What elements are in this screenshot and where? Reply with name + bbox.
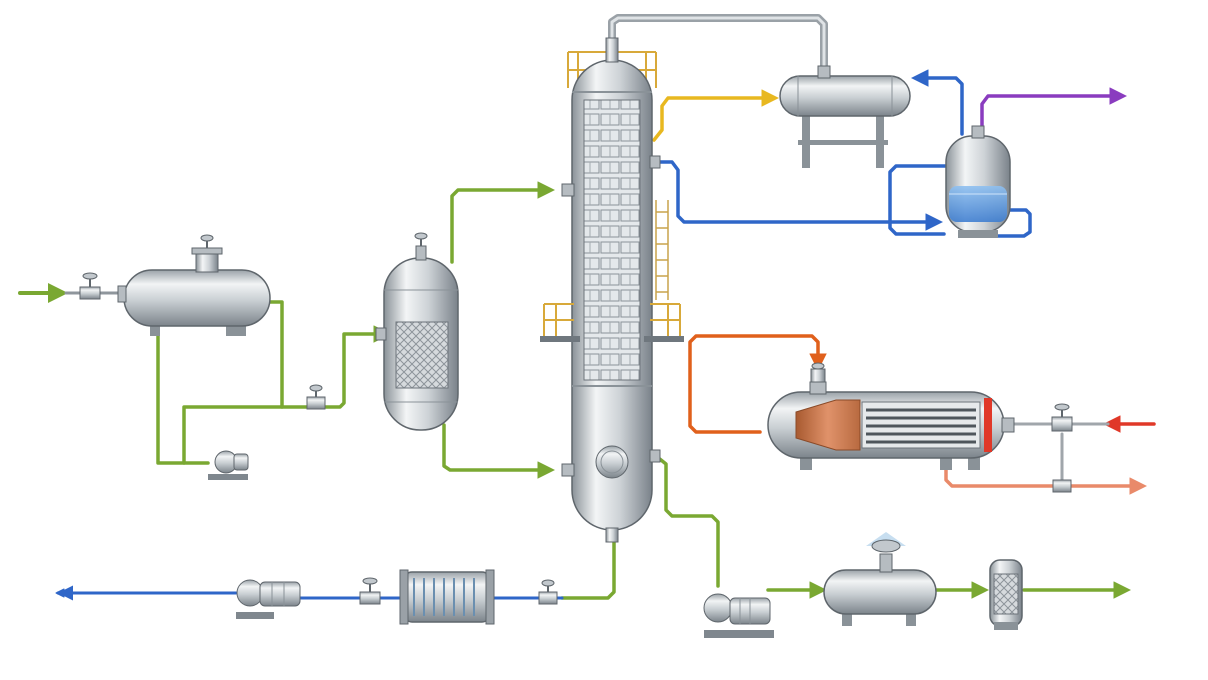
stream-vapor-overhead: [608, 14, 828, 79]
stream-separator-liquid: [442, 423, 555, 479]
stream-distillate-product: [980, 87, 1127, 130]
stream-coolant-loop: [888, 164, 948, 236]
stream-condensate: [652, 89, 779, 142]
return-pump: [236, 579, 301, 619]
product-tank: [823, 532, 937, 626]
stream-coolant-supply: [654, 160, 943, 231]
valve-recycle-1: [359, 577, 381, 605]
valve-feed: [79, 272, 101, 300]
reflux-drum: [945, 125, 1011, 238]
valve-heating: [1051, 403, 1073, 432]
filter: [989, 559, 1023, 630]
valve-separator-inlet: [306, 384, 326, 410]
return-cooler: [399, 569, 495, 625]
stream-pump-suction: [156, 333, 210, 465]
overhead-condenser: [779, 65, 911, 168]
distillation-column: [540, 37, 684, 543]
stream-drum-to-separator: [266, 300, 391, 409]
stream-bottoms: [654, 454, 720, 588]
stream-reboiler-loop: [688, 334, 827, 434]
feed-drum: [117, 234, 271, 336]
stream-separator-vapor: [450, 181, 555, 264]
feed-pump: [208, 450, 249, 480]
valve-heating-return: [1052, 479, 1072, 493]
valves: [79, 272, 1073, 605]
reboiler: [767, 381, 1015, 470]
stream-recycle: [560, 538, 616, 600]
stream-drum-recirc: [994, 208, 1032, 238]
bottoms-pump: [703, 593, 774, 638]
valve-recycle-2: [538, 579, 558, 605]
mid-platform: [543, 303, 681, 338]
ladder: [655, 200, 669, 300]
packed-separator: [375, 232, 459, 431]
stream-pump-discharge: [182, 405, 284, 465]
stream-coolant-return: [911, 69, 964, 136]
